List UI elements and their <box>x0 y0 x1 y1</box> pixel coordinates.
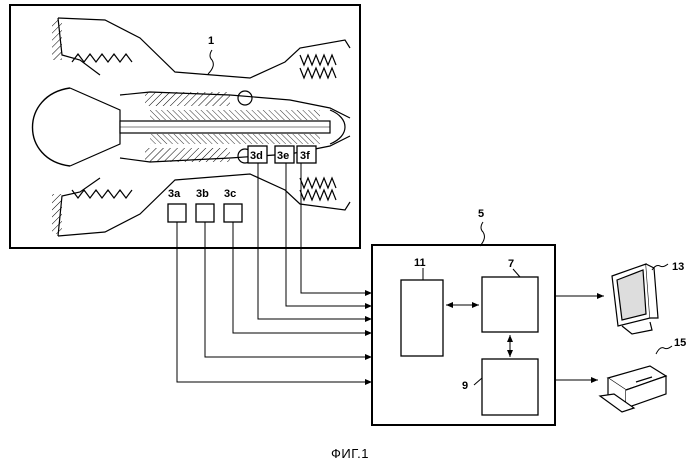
sensor-3e: 3e <box>275 146 294 163</box>
sensor-3d: 3d <box>248 146 267 163</box>
line-3f <box>301 163 372 293</box>
printer-icon <box>600 366 666 412</box>
line-3c <box>233 222 372 333</box>
monitor-ref-label: 13 <box>672 261 684 273</box>
module-11-box <box>401 280 443 356</box>
turbine-engine-drawing <box>33 18 351 236</box>
internal-arrows <box>446 305 510 357</box>
sensor-3b-label: 3b <box>196 188 209 200</box>
sensor-3b: 3b <box>196 188 214 222</box>
sensor-3e-label: 3e <box>277 150 289 162</box>
printer-leader-line <box>656 346 672 354</box>
sensor-3a: 3a <box>168 188 186 222</box>
sensor-3f: 3f <box>297 146 316 163</box>
line-3b <box>205 222 372 357</box>
line-3d <box>258 163 372 319</box>
printer-ref-label: 15 <box>674 337 686 349</box>
unit-leader-line <box>480 222 484 246</box>
figure-caption: ФИГ.1 <box>331 446 369 461</box>
line-3a <box>177 222 372 382</box>
module-9-label: 9 <box>462 380 468 392</box>
module-7-label: 7 <box>508 258 514 270</box>
processing-unit-box <box>372 245 555 425</box>
monitor-icon <box>612 264 658 334</box>
engine-leader-line <box>208 50 213 74</box>
sensor-3c: 3c <box>224 188 242 222</box>
sensor-3c-label: 3c <box>224 188 236 200</box>
module-7-box <box>482 277 538 332</box>
sensor-3f-label: 3f <box>300 150 310 162</box>
sensor-3a-label: 3a <box>168 188 181 200</box>
module-9-box <box>482 359 538 415</box>
module-11-label: 11 <box>414 257 426 269</box>
module-7-leader <box>513 269 520 277</box>
engine-ref-label: 1 <box>208 35 214 47</box>
unit-ref-label: 5 <box>478 208 484 220</box>
module-9-leader <box>474 378 482 385</box>
sensor-3d-label: 3d <box>250 150 263 162</box>
